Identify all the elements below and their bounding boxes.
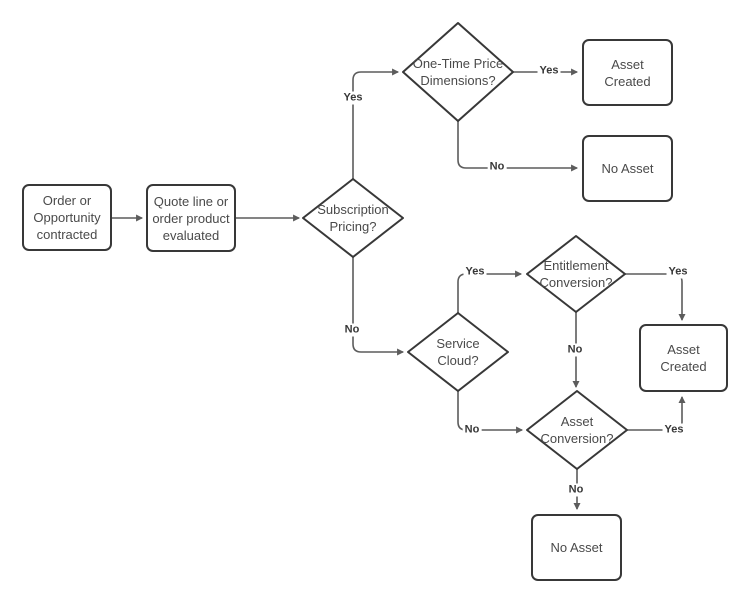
diamond-onetime-price-dimensions: [402, 22, 514, 122]
node-no-asset-bottom-label: No Asset: [550, 540, 603, 555]
node-quote-line-evaluated: Quote line or order product evaluated: [146, 184, 236, 252]
edge-subscription-no-to-service: [352, 257, 405, 356]
edge-label-asset-conversion-yes: Yes: [662, 423, 686, 437]
edge-label-onetime-no: No: [487, 160, 507, 174]
diamond-service-cloud: [407, 312, 509, 392]
edge-label-entitlement-no: No: [565, 343, 585, 357]
node-asset-created-top-label: Asset Created: [604, 56, 651, 89]
edge-label-service-yes: Yes: [463, 265, 487, 279]
node-order-contracted: Order or Opportunity contracted: [22, 184, 112, 251]
diamond-entitlement-conversion: [526, 235, 626, 313]
node-no-asset-bottom: No Asset: [531, 514, 622, 581]
edge-label-service-no: No: [462, 423, 482, 437]
diamond-asset-conversion: [526, 390, 628, 470]
node-no-asset-top: No Asset: [582, 135, 673, 202]
node-asset-created-bottom-label: Asset Created: [660, 342, 707, 374]
node-no-asset-top-label: No Asset: [601, 161, 654, 176]
node-quote-line-evaluated-label: Quote line or order product evaluated: [152, 193, 230, 243]
edge-label-subscription-yes: Yes: [341, 91, 365, 105]
edge-entitlement-yes-to-asset-created-bottom: [625, 273, 686, 322]
edge-subscription-yes-to-onetime: [352, 68, 400, 179]
edge-label-subscription-no: No: [342, 323, 362, 337]
diamond-subscription-pricing: [302, 178, 404, 258]
edge-label-entitlement-yes: Yes: [666, 265, 690, 279]
edge-label-onetime-yes: Yes: [537, 64, 561, 78]
node-order-contracted-label: Order or Opportunity contracted: [33, 193, 101, 242]
node-asset-created-top: Asset Created: [582, 39, 673, 106]
node-asset-created-bottom: Asset Created: [639, 324, 728, 392]
edge-onetime-no-to-no-asset-top: [457, 121, 579, 172]
edge-service-yes-to-entitlement: [457, 270, 523, 313]
edge-label-asset-conversion-no: No: [566, 483, 586, 497]
